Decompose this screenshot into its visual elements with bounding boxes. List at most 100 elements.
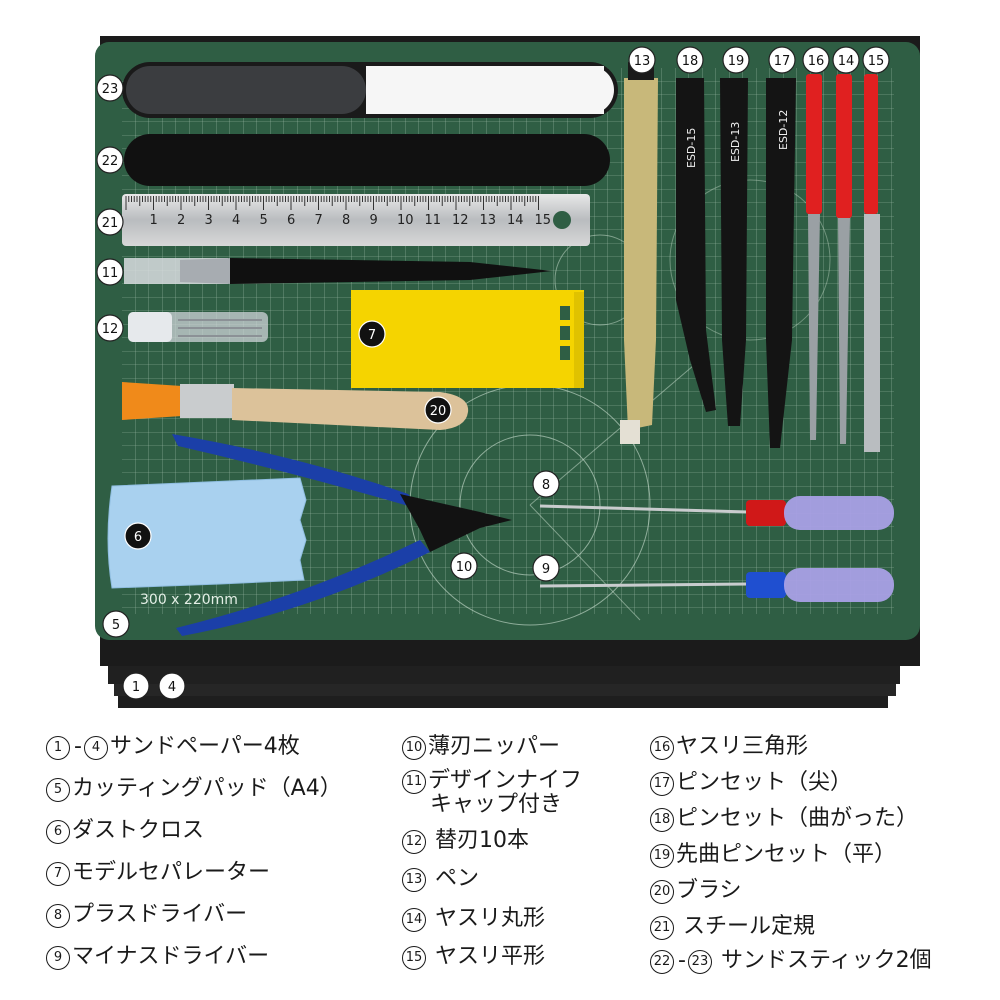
tweezer-17: ESD-12 bbox=[766, 78, 796, 448]
flathead-screwdriver bbox=[539, 568, 894, 602]
legend-text: モデルセパレーター bbox=[72, 860, 271, 885]
legend-text: ダストクロス bbox=[72, 818, 205, 843]
svg-text:5: 5 bbox=[112, 618, 120, 633]
ruler-number: 15 bbox=[535, 213, 552, 228]
ruler-number: 4 bbox=[232, 213, 240, 228]
legend-number: 9 bbox=[46, 946, 70, 970]
legend-text: スチール定規 bbox=[676, 914, 815, 939]
ruler-number: 2 bbox=[177, 213, 185, 228]
legend-number: 16 bbox=[650, 736, 674, 760]
callout-17: 17 bbox=[768, 46, 796, 74]
legend-item-21: 21 スチール定規 bbox=[650, 914, 815, 940]
svg-text:20: 20 bbox=[430, 404, 447, 419]
legend-text: 薄刃ニッパー bbox=[428, 734, 561, 759]
svg-text:11: 11 bbox=[102, 266, 119, 281]
callout-21: 21 bbox=[96, 208, 124, 236]
svg-text:23: 23 bbox=[102, 82, 119, 97]
svg-text:6: 6 bbox=[134, 530, 142, 545]
file-flat-15 bbox=[864, 74, 880, 452]
legend-item-12: 12 替刃10本 bbox=[402, 828, 529, 854]
legend-text: ピンセット（曲がった） bbox=[676, 806, 919, 831]
callout-23: 23 bbox=[96, 74, 124, 102]
callout-9: 9 bbox=[532, 554, 560, 582]
legend-text: ヤスリ丸形 bbox=[428, 906, 545, 931]
legend-number: 12 bbox=[402, 830, 426, 854]
ruler-number: 8 bbox=[342, 213, 350, 228]
legend-number: 11 bbox=[402, 770, 426, 794]
svg-text:9: 9 bbox=[542, 562, 550, 577]
legend-item-15: 15 ヤスリ平形 bbox=[402, 944, 545, 970]
legend-number: 21 bbox=[650, 916, 674, 940]
callout-6: 6 bbox=[124, 522, 152, 550]
legend-number: 19 bbox=[650, 844, 674, 868]
svg-text:8: 8 bbox=[542, 478, 550, 493]
legend-item-13: 13 ペン bbox=[402, 866, 479, 892]
legend-number: 5 bbox=[46, 778, 70, 802]
phillips-screwdriver bbox=[539, 496, 894, 530]
svg-text:18: 18 bbox=[682, 54, 699, 69]
sand-stick-22 bbox=[124, 134, 610, 186]
legend-number: 10 bbox=[402, 736, 426, 760]
legend-text: デザインナイフ bbox=[428, 768, 583, 793]
legend-text: 替刃10本 bbox=[428, 828, 529, 853]
ruler-number: 12 bbox=[452, 213, 469, 228]
file-round-14 bbox=[836, 74, 852, 444]
legend-number: 22 bbox=[650, 950, 674, 974]
legend-text: ヤスリ平形 bbox=[428, 944, 545, 969]
ruler-number: 7 bbox=[315, 213, 323, 228]
svg-text:19: 19 bbox=[728, 54, 745, 69]
ruler-number: 13 bbox=[480, 213, 497, 228]
callout-16: 16 bbox=[802, 46, 830, 74]
tweezer-label-18: ESD-15 bbox=[685, 128, 698, 168]
callout-22: 22 bbox=[96, 146, 124, 174]
tweezer-19: ESD-13 bbox=[720, 78, 748, 426]
svg-text:15: 15 bbox=[868, 54, 885, 69]
legend-number: 15 bbox=[402, 946, 426, 970]
legend-item-14: 14 ヤスリ丸形 bbox=[402, 906, 545, 932]
callout-10: 10 bbox=[450, 552, 478, 580]
legend-number: 1 bbox=[46, 736, 70, 760]
spare-blades-tube bbox=[128, 312, 268, 342]
legend-number: 13 bbox=[402, 868, 426, 892]
ruler-number: 1 bbox=[150, 213, 158, 228]
legend-number: 20 bbox=[650, 880, 674, 904]
svg-text:17: 17 bbox=[774, 54, 791, 69]
callout-4: 4 bbox=[158, 672, 186, 700]
tweezer-label-19: ESD-13 bbox=[729, 122, 742, 162]
model-separator bbox=[351, 290, 584, 388]
callout-8: 8 bbox=[532, 470, 560, 498]
legend-number: 4 bbox=[83, 736, 108, 760]
legend-text: プラスドライバー bbox=[72, 902, 248, 927]
ruler-number: 10 bbox=[397, 213, 414, 228]
svg-text:22: 22 bbox=[102, 154, 119, 169]
legend-number: 8 bbox=[46, 904, 70, 928]
dust-cloth bbox=[107, 477, 307, 589]
legend-text: ヤスリ三角形 bbox=[676, 734, 809, 759]
callout-12: 12 bbox=[96, 314, 124, 342]
mat-size-label: 300 x 220mm bbox=[140, 592, 238, 608]
legend-number: 17 bbox=[650, 772, 674, 796]
svg-text:4: 4 bbox=[168, 680, 176, 695]
sand-stick-23 bbox=[122, 62, 618, 118]
callout-5: 5 bbox=[102, 610, 130, 638]
tweezer-label-17: ESD-12 bbox=[777, 110, 790, 150]
legend-number: 18 bbox=[650, 808, 674, 832]
callout-1: 1 bbox=[122, 672, 150, 700]
legend-text: サンドスティック2個 bbox=[713, 948, 932, 973]
ruler-number: 11 bbox=[425, 213, 442, 228]
svg-text:16: 16 bbox=[808, 54, 825, 69]
ruler-number: 9 bbox=[370, 213, 378, 228]
